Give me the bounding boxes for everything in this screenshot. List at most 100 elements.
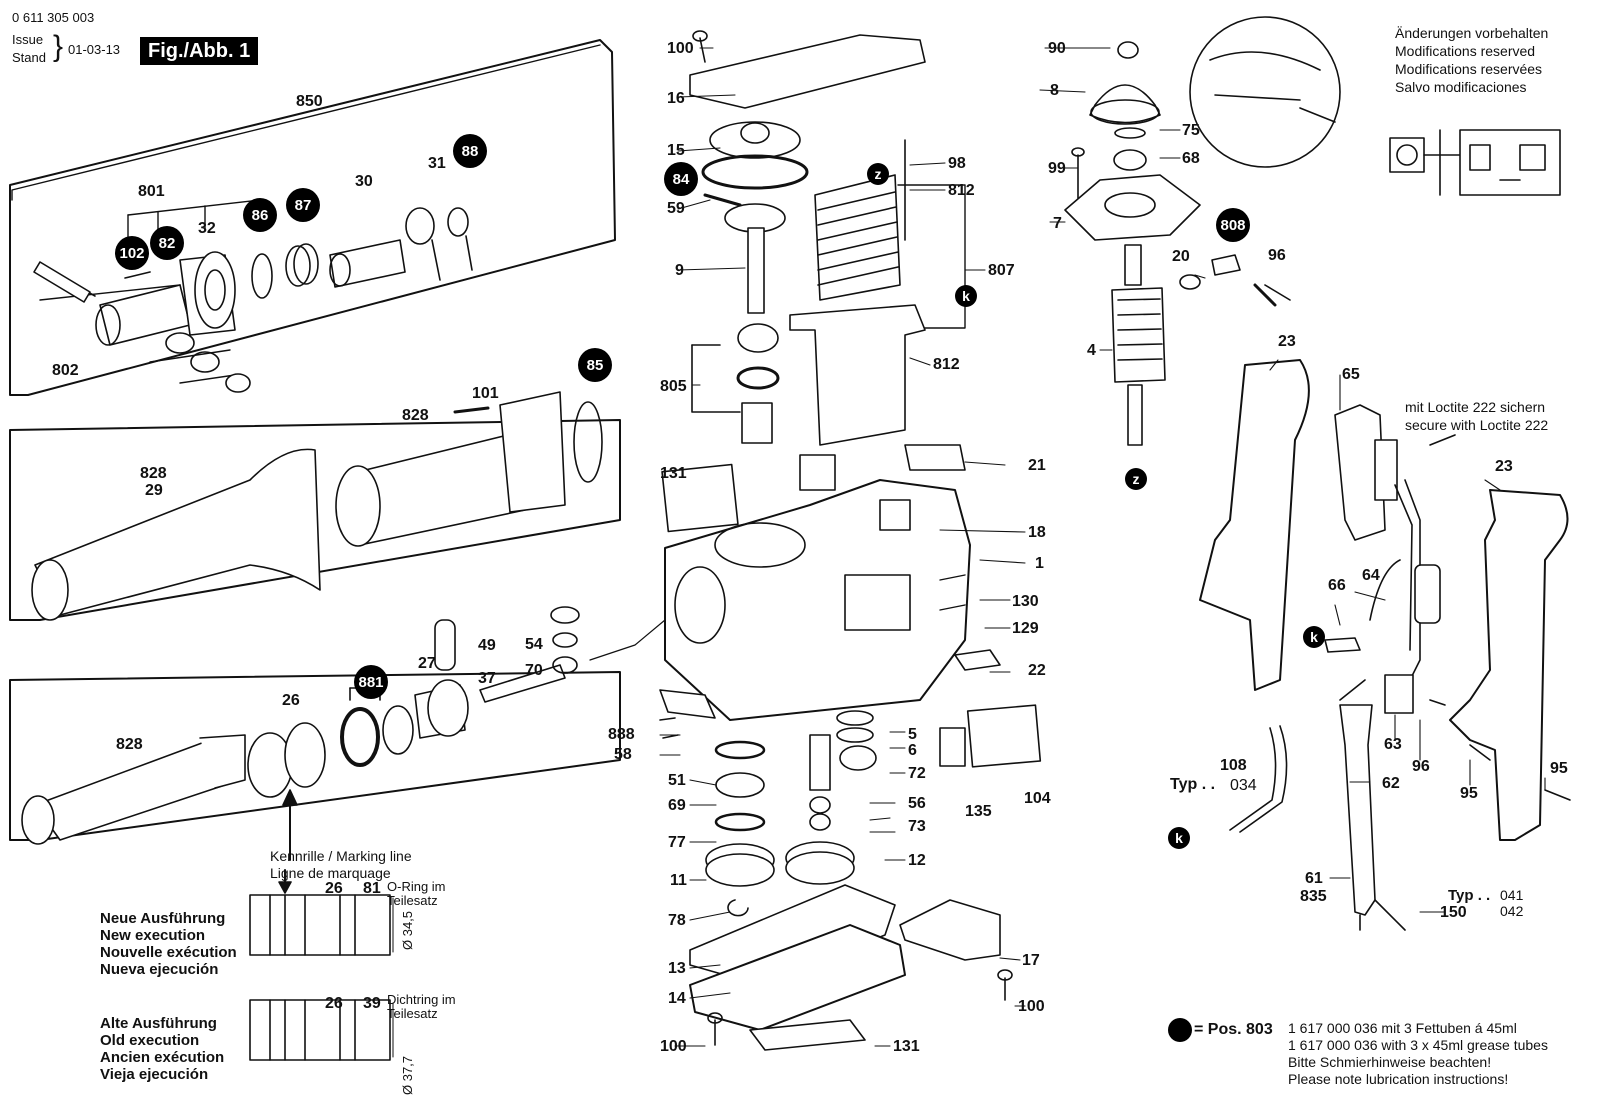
doc-number: 0 611 305 003 <box>12 10 95 25</box>
part-label-104: 104 <box>1024 790 1051 807</box>
typ-label-b: Typ . . <box>1448 887 1491 904</box>
part-label-22: 22 <box>1028 662 1046 679</box>
part-label-59: 59 <box>667 200 685 217</box>
marking-line-text: Kennrille / Marking line <box>270 848 412 864</box>
grease-position: = Pos. 803 <box>1194 1021 1273 1038</box>
part-label-805: 805 <box>660 378 687 395</box>
part-label-23-b: 23 <box>1495 458 1513 475</box>
new-exec-note: O-Ring im Teilesatz <box>387 880 446 908</box>
old-exec-num-a: 26 <box>325 995 343 1012</box>
badge-82: 82 <box>150 226 184 260</box>
badge-k-switch: k <box>1303 626 1325 648</box>
part-label-129: 129 <box>1012 620 1039 637</box>
part-label-828-a: 828 <box>402 407 429 424</box>
part-label-4: 4 <box>1087 342 1096 359</box>
part-label-802: 802 <box>52 362 79 379</box>
part-label-29: 29 <box>145 482 163 499</box>
typ-label-a: Typ . . <box>1170 776 1216 793</box>
part-label-31: 31 <box>428 155 446 172</box>
tool-holder-shape <box>21 606 666 861</box>
part-label-812-a: 812 <box>948 182 975 199</box>
loctite-note: mit Loctite 222 sichern secure with Loct… <box>1405 398 1548 434</box>
part-label-100-bottom: 100 <box>660 1038 687 1055</box>
part-label-828-c: 828 <box>116 736 143 753</box>
badge-k-motor: k <box>955 285 977 307</box>
part-label-101: 101 <box>472 385 499 402</box>
part-label-108: 108 <box>1220 757 1247 774</box>
part-label-62: 62 <box>1382 775 1400 792</box>
part-label-131-b: 131 <box>893 1038 920 1055</box>
part-label-135: 135 <box>965 803 992 820</box>
typ-values-b: 041 042 <box>1500 887 1523 919</box>
part-label-16: 16 <box>667 90 685 107</box>
part-label-63: 63 <box>1384 736 1402 753</box>
badge-88: 88 <box>453 134 487 168</box>
part-label-828-b: 828 <box>140 465 167 482</box>
old-exec-num-b: 39 <box>363 995 381 1012</box>
part-label-98: 98 <box>948 155 966 172</box>
stand-label: Stand <box>12 50 46 65</box>
marking-line-text: Ligne de marquage <box>270 865 391 881</box>
old-execution-line: Old execution <box>100 1032 200 1049</box>
part-label-95-a: 95 <box>1460 785 1478 802</box>
part-label-130: 130 <box>1012 593 1039 610</box>
notice-line: Modifications reservées <box>1395 61 1543 77</box>
part-label-77: 77 <box>668 834 686 851</box>
grease-dot <box>1168 1018 1192 1042</box>
notice-line: Änderungen vorbehalten <box>1395 25 1549 41</box>
badge-z-armature: z <box>1125 468 1147 490</box>
figure-label: Fig./Abb. 1 <box>140 37 259 65</box>
badge-881: 881 <box>354 665 388 699</box>
notice-line: Modifications reserved <box>1395 43 1536 59</box>
old-exec-note: Dichtring im Teilesatz <box>387 993 456 1021</box>
part-label-888: 888 <box>608 726 635 743</box>
part-label-68: 68 <box>1182 150 1200 167</box>
new-exec-note-line: O-Ring im <box>387 879 446 894</box>
part-label-150: 150 <box>1440 904 1467 921</box>
badge-84: 84 <box>664 162 698 196</box>
part-label-30: 30 <box>355 173 373 190</box>
side-handle-shape <box>31 391 603 621</box>
part-label-27: 27 <box>418 655 436 672</box>
part-label-75: 75 <box>1182 122 1200 139</box>
part-label-54: 54 <box>525 636 543 653</box>
part-label-5: 5 <box>908 726 917 743</box>
part-label-100-right: 100 <box>1018 998 1045 1015</box>
issue-label: Issue <box>12 32 44 47</box>
part-label-96-a: 96 <box>1268 247 1286 264</box>
part-label-14: 14 <box>668 990 686 1007</box>
part-label-100-top: 100 <box>667 40 694 57</box>
part-label-69: 69 <box>668 797 686 814</box>
part-label-56: 56 <box>908 795 926 812</box>
new-execution-line: Nouvelle exécution <box>100 944 237 961</box>
part-label-1: 1 <box>1035 555 1044 572</box>
part-label-23-a: 23 <box>1278 333 1296 350</box>
part-label-812-b: 812 <box>933 356 960 373</box>
badge-102: 102 <box>115 236 149 270</box>
gear-housing-shape <box>33 207 473 393</box>
new-execution-line: Nueva ejecución <box>100 961 219 978</box>
old-execution-line: Alte Ausführung <box>100 1015 217 1032</box>
loctite-line: mit Loctite 222 sichern <box>1405 399 1546 415</box>
part-label-17: 17 <box>1022 952 1040 969</box>
new-exec-dimension: Ø 34,5 <box>400 910 415 950</box>
new-execution-line: New execution <box>100 927 206 944</box>
old-exec-note-line: Teilesatz <box>387 1006 438 1021</box>
part-label-65: 65 <box>1342 366 1360 383</box>
old-exec-note-line: Dichtring im <box>387 992 456 1007</box>
part-label-37: 37 <box>478 670 496 687</box>
execution-detail-sketches <box>249 869 394 1061</box>
modifications-notice: Änderungen vorbehalten Modifications res… <box>1395 24 1548 96</box>
part-label-7: 7 <box>1053 215 1062 232</box>
right-side-shapes <box>1064 16 1571 931</box>
new-exec-num-a: 26 <box>325 880 343 897</box>
old-execution-labels: Alte Ausführung Old execution Ancien exé… <box>100 1015 224 1083</box>
part-label-850: 850 <box>296 93 323 110</box>
part-label-12: 12 <box>908 852 926 869</box>
part-label-801: 801 <box>138 183 165 200</box>
new-exec-note-line: Teilesatz <box>387 893 438 908</box>
part-label-72: 72 <box>908 765 926 782</box>
part-label-131-a: 131 <box>660 465 687 482</box>
part-label-99: 99 <box>1048 160 1066 177</box>
